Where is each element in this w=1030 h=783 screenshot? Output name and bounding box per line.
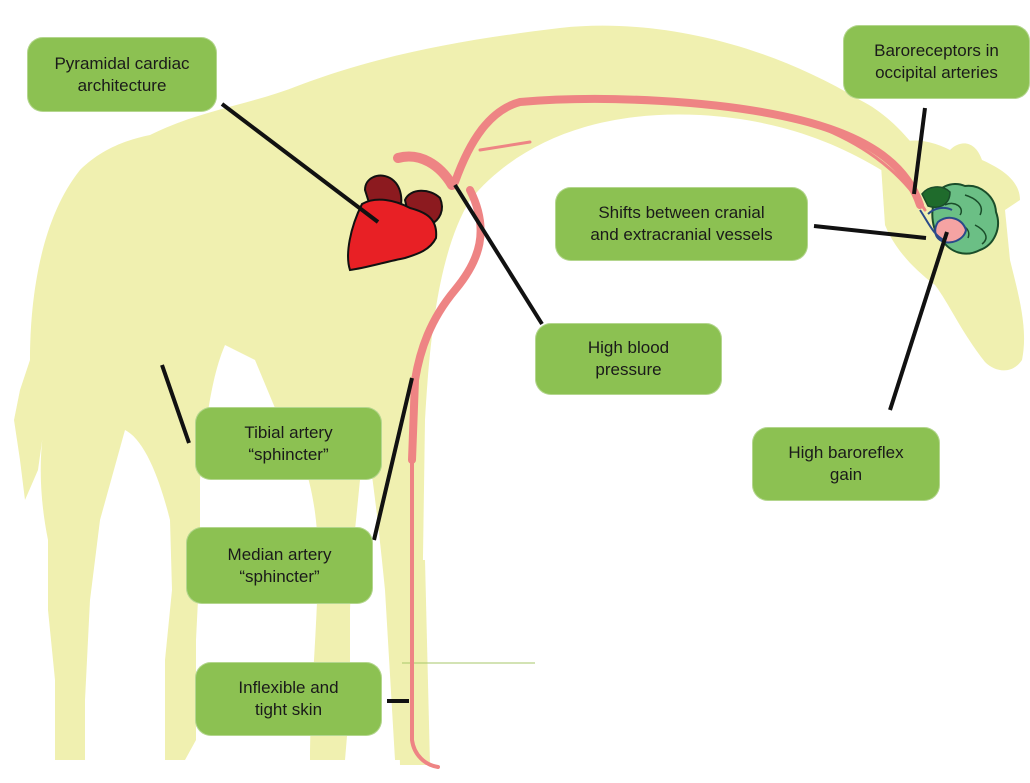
label-text: Pyramidal cardiac architecture xyxy=(54,53,189,97)
giraffe-body xyxy=(14,26,925,760)
label-shifts-cranial: Shifts between cranial and extracranial … xyxy=(555,187,808,261)
leader-high-bp xyxy=(455,185,542,324)
label-text: Baroreceptors in occipital arteries xyxy=(874,40,999,84)
label-inflexible-skin: Inflexible and tight skin xyxy=(195,662,382,736)
label-high-blood-pressure: High blood pressure xyxy=(535,323,722,395)
label-high-baroreflex-gain: High baroreflex gain xyxy=(752,427,940,501)
label-text: Tibial artery “sphincter” xyxy=(244,422,332,466)
label-text: Inflexible and tight skin xyxy=(238,677,338,721)
label-text: Median artery “sphincter” xyxy=(228,544,332,588)
label-text: Shifts between cranial and extracranial … xyxy=(590,202,772,246)
label-tibial-artery: Tibial artery “sphincter” xyxy=(195,407,382,480)
label-text: High blood pressure xyxy=(588,337,669,381)
label-median-artery: Median artery “sphincter” xyxy=(186,527,373,604)
label-pyramidal-cardiac-architecture: Pyramidal cardiac architecture xyxy=(27,37,217,112)
label-text: High baroreflex gain xyxy=(788,442,903,486)
label-baroreceptors: Baroreceptors in occipital arteries xyxy=(843,25,1030,99)
giraffe-silhouette xyxy=(14,26,1024,765)
